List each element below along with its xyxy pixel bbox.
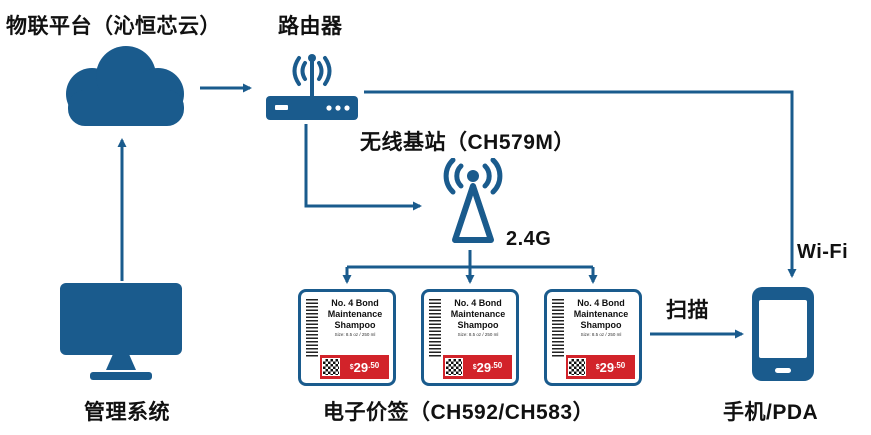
tag-title-line3: Shampoo (457, 320, 499, 330)
price-dec: .50 (368, 361, 380, 370)
tag-title-line3: Shampoo (334, 320, 376, 330)
wifi-label: Wi-Fi (797, 241, 849, 263)
price-dec: .50 (614, 361, 626, 370)
barcode-icon (429, 299, 441, 357)
qr-code-icon (568, 358, 586, 376)
price-dec: .50 (491, 361, 503, 370)
management-system-label: 管理系统 (84, 401, 170, 424)
price-int: 29 (599, 360, 615, 375)
base-station-label: 无线基站（CH579M） (360, 131, 575, 154)
base-station-icon (427, 157, 519, 255)
price-tag: No. 4 Bond Maintenance Shampoo Size: 8.5… (298, 289, 396, 386)
tag-price-strip: $29.50 (320, 355, 389, 379)
tag-price-strip: $29.50 (566, 355, 635, 379)
monitor-screen (60, 283, 182, 355)
price-tag: No. 4 Bond Maintenance Shampoo Size: 8.5… (544, 289, 642, 386)
router-label: 路由器 (278, 15, 343, 38)
freq-label: 2.4G (506, 228, 552, 250)
qr-code-icon (445, 358, 463, 376)
tag-title-line1: No. 4 Bond (577, 298, 625, 308)
monitor-base (90, 372, 152, 380)
tag-title-line1: No. 4 Bond (331, 298, 379, 308)
scan-label: 扫描 (666, 299, 709, 322)
phone-screen (759, 300, 807, 358)
tag-title-line3: Shampoo (580, 320, 622, 330)
cloud-icon (52, 42, 197, 135)
tag-size-text: Size: 8.5 oz / 250 ml (580, 332, 622, 337)
iot-platform-label: 物联平台（沁恒芯云） (6, 15, 221, 38)
price-currency: $ (472, 364, 477, 371)
tag-price: $29.50 (586, 354, 635, 380)
tag-title-line1: No. 4 Bond (454, 298, 502, 308)
tag-title-line2: Maintenance (573, 309, 629, 319)
price-int: 29 (353, 360, 369, 375)
phone-label: 手机/PDA (723, 401, 819, 424)
computer-icon (60, 283, 182, 387)
phone-home-button (775, 368, 791, 373)
price-int: 29 (476, 360, 492, 375)
qr-code-icon (322, 358, 340, 376)
tag-title-line2: Maintenance (450, 309, 506, 319)
tag-price: $29.50 (340, 354, 389, 380)
tag-price-strip: $29.50 (443, 355, 512, 379)
price-tags-label: 电子价签（CH592/CH583） (323, 401, 595, 424)
monitor-stand (106, 355, 136, 370)
tag-price: $29.50 (463, 354, 512, 380)
price-currency: $ (595, 364, 600, 371)
price-currency: $ (349, 364, 354, 371)
price-tag: No. 4 Bond Maintenance Shampoo Size: 8.5… (421, 289, 519, 386)
barcode-icon (306, 299, 318, 357)
tag-title-line2: Maintenance (327, 309, 383, 319)
tag-size-text: Size: 8.5 oz / 250 ml (334, 332, 376, 337)
phone-icon (752, 287, 814, 381)
barcode-icon (552, 299, 564, 357)
tag-size-text: Size: 8.5 oz / 250 ml (457, 332, 499, 337)
router-icon (263, 44, 361, 129)
